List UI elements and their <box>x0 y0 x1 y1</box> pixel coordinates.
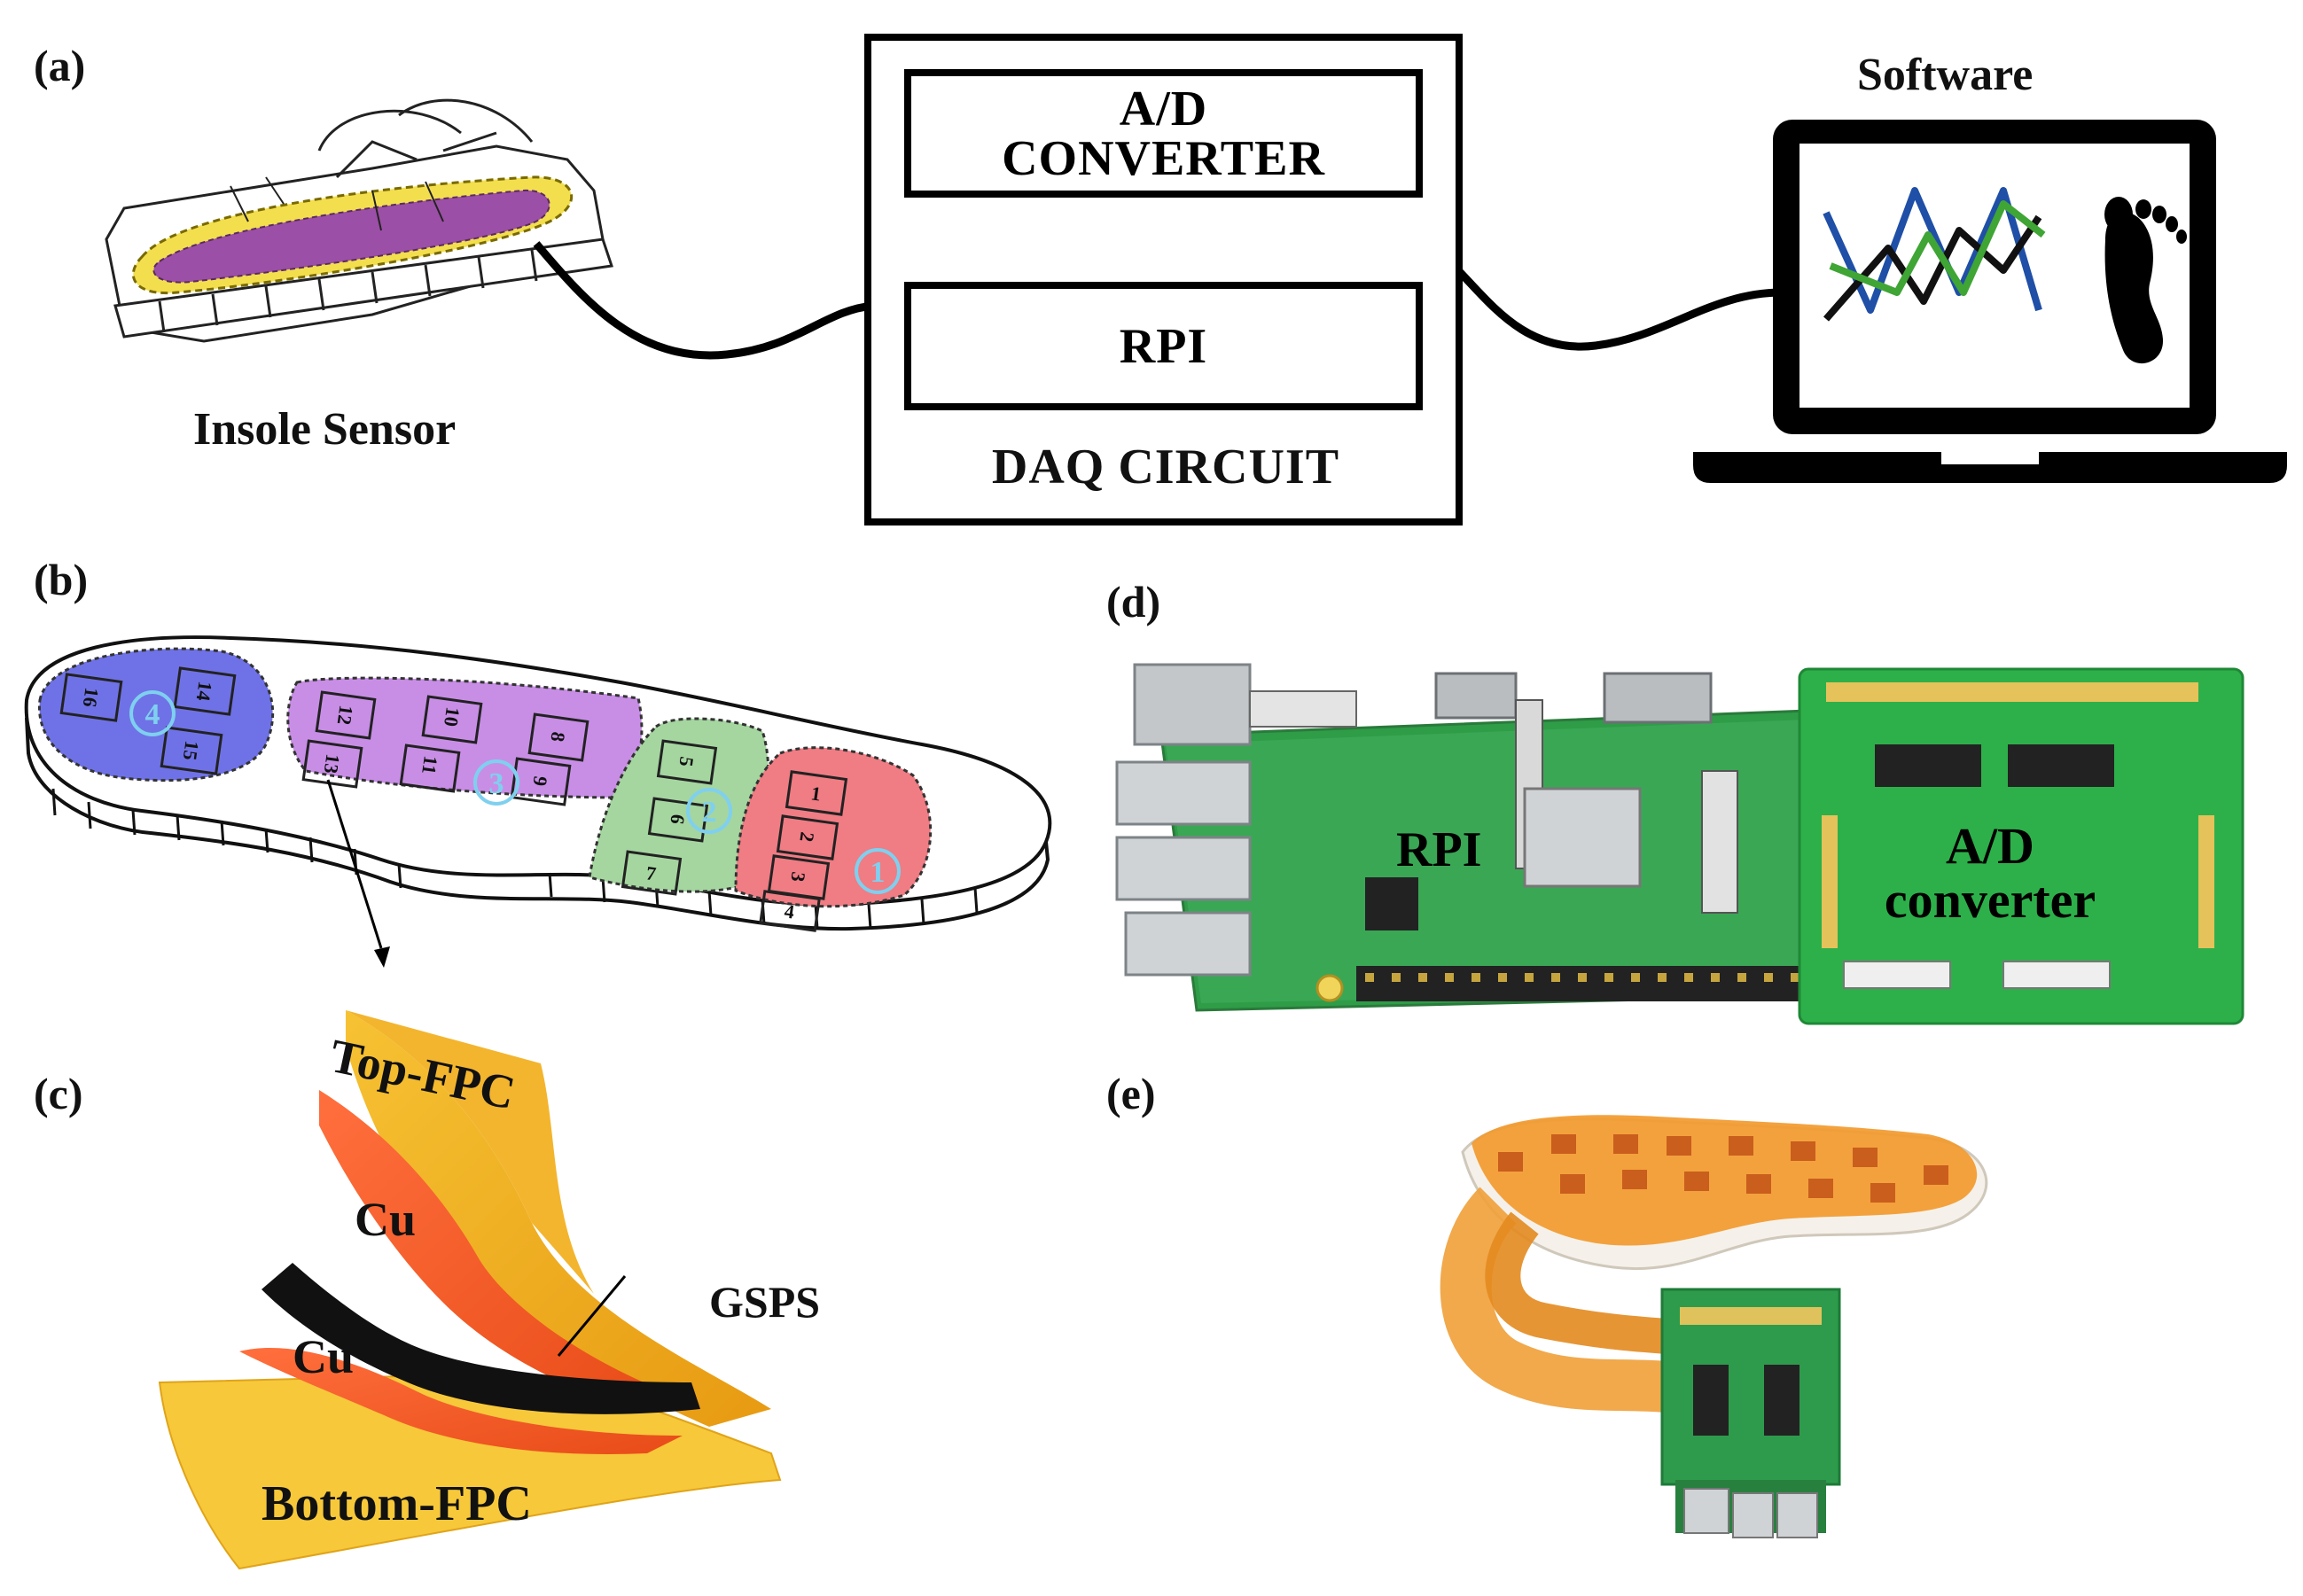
sensor-label-10: 10 <box>440 705 465 728</box>
sensor-label-7: 7 <box>644 861 657 884</box>
region-number-2: 2 <box>702 796 717 829</box>
region-number-1: 1 <box>870 856 886 889</box>
insole-sensor-label: Insole Sensor <box>193 404 457 455</box>
shoe-icon <box>105 98 613 343</box>
photo-adc-label-line2: converter <box>1884 870 2096 929</box>
bottom-fpc-label: Bottom-FPC <box>262 1476 532 1531</box>
software-label: Software <box>1857 50 2034 100</box>
chart-lines-icon <box>1823 187 2046 322</box>
cable-icon <box>1450 262 1783 351</box>
rpi-label: RPI <box>1119 318 1208 374</box>
laptop-icon <box>1693 120 2287 483</box>
photo-rpi-label: RPI <box>1396 822 1482 877</box>
sensor-label-13: 13 <box>320 752 345 775</box>
raspberry-pi-board <box>1115 663 1953 1012</box>
cu-bottom-label: Cu <box>293 1330 355 1383</box>
sensor-label-12: 12 <box>333 704 358 726</box>
sensor-label-4: 4 <box>783 899 795 923</box>
sensor-label-14: 14 <box>192 680 217 702</box>
sensor-label-15: 15 <box>179 739 204 761</box>
insole-layout-svg: 16 14 15 12 13 10 11 8 9 5 6 7 1 2 3 4 4… <box>24 635 1052 968</box>
sensor-label-8: 8 <box>546 730 569 743</box>
system-diagram-svg <box>105 98 2287 483</box>
hardware-photo-svg <box>1115 663 2244 1025</box>
sensor-label-1: 1 <box>809 782 822 805</box>
cable-icon <box>533 241 874 360</box>
panel-label-a: (a) <box>34 41 86 90</box>
rpi-box: RPI <box>904 282 1423 410</box>
sensor-label-9: 9 <box>528 775 551 787</box>
region-number-3: 3 <box>489 767 504 800</box>
panel-label-c: (c) <box>34 1069 83 1118</box>
panel-label-b: (b) <box>34 555 89 604</box>
footprint-icon <box>2104 197 2187 364</box>
adc-converter-board <box>1798 667 2244 1025</box>
panel-label-d: (d) <box>1106 577 1161 627</box>
sensor-label-16: 16 <box>79 686 104 708</box>
photo-adc-label-line1: A/D <box>1946 817 2034 875</box>
panel-label-e: (e) <box>1106 1069 1156 1118</box>
sensor-label-5: 5 <box>675 755 698 767</box>
sensor-label-2: 2 <box>795 830 818 843</box>
layer-stack-svg <box>158 1010 782 1570</box>
cu-top-label: Cu <box>355 1193 417 1246</box>
adc-converter-box: A/D CONVERTER <box>904 69 1423 198</box>
region-number-4: 4 <box>145 698 160 731</box>
sensor-label-6: 6 <box>666 813 689 825</box>
adc-converter-label: A/D CONVERTER <box>1002 81 1325 186</box>
daq-circuit-label: DAQ CIRCUIT <box>991 440 1340 494</box>
photo-adc-label: A/D converter <box>1857 817 2123 929</box>
sensor-label-11: 11 <box>418 754 442 775</box>
prototype-photo-svg <box>1440 1115 1988 1538</box>
gsps-label: GSPS <box>709 1277 821 1327</box>
sensor-label-3: 3 <box>786 870 809 883</box>
